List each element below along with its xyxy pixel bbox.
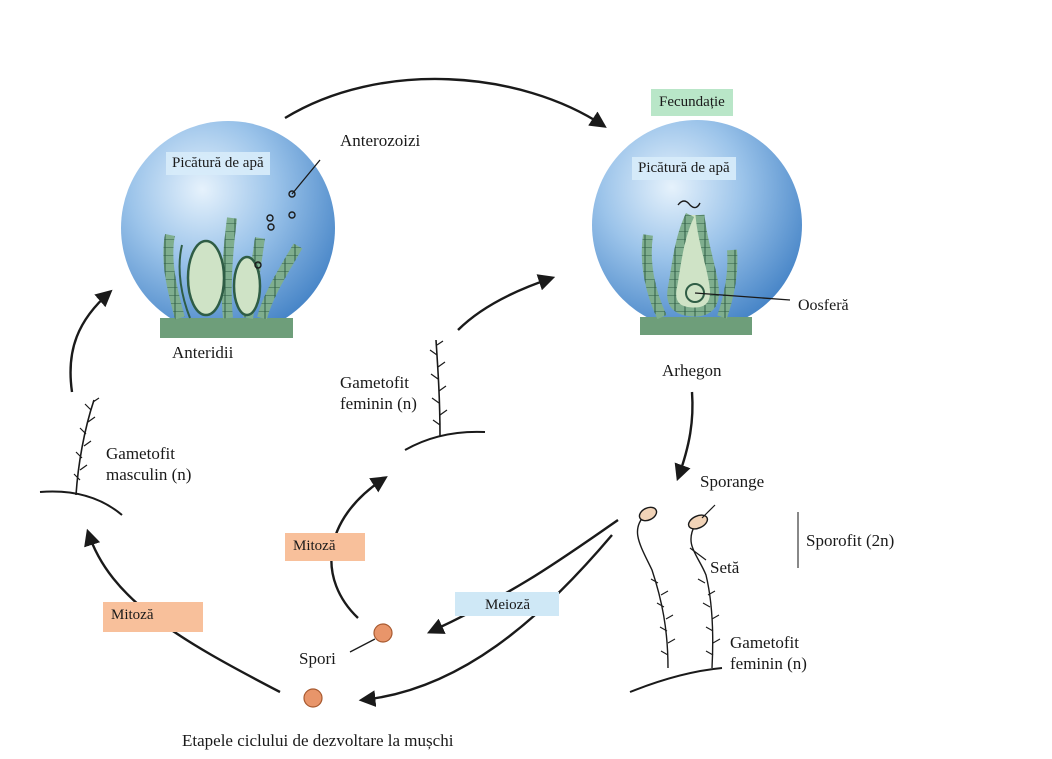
meioza-label: Meioză: [455, 592, 559, 616]
gametofit-masculin-label: Gametofit masculin (n): [106, 444, 192, 484]
anterozoizi-label: Anterozoizi: [340, 131, 421, 150]
gametofit-feminin-bottom-label: Gametofit feminin (n): [730, 633, 807, 673]
oosfera-label: Oosferă: [798, 297, 849, 314]
fecundatie-label: Fecundație: [651, 89, 733, 116]
sporophyte-icon: [629, 504, 799, 693]
sporange-label: Sporange: [700, 472, 765, 491]
picatura-left-label: Picătură de apă: [166, 152, 270, 175]
sporofit-label: Sporofit (2n): [806, 531, 895, 550]
arhegon-label: Arhegon: [662, 361, 722, 380]
picatura-right-label: Picătură de apă: [632, 157, 736, 180]
anteridii-label: Anteridii: [172, 343, 234, 362]
mitoza-center-label: Mitoză: [285, 533, 365, 561]
moss-gametophyte-icon: [39, 339, 486, 516]
seta-label: Setă: [710, 558, 740, 577]
antheridia-icon: [160, 159, 321, 338]
mitoza-left-label: Mitoză: [103, 602, 203, 632]
spore-icon: [303, 623, 393, 708]
archegonium-icon: [640, 200, 791, 335]
gametofit-feminin-top-label: Gametofit feminin (n): [340, 373, 417, 413]
diagram-caption: Etapele ciclului de dezvoltare la mușchi: [182, 731, 454, 750]
spori-label: Spori: [299, 649, 336, 668]
